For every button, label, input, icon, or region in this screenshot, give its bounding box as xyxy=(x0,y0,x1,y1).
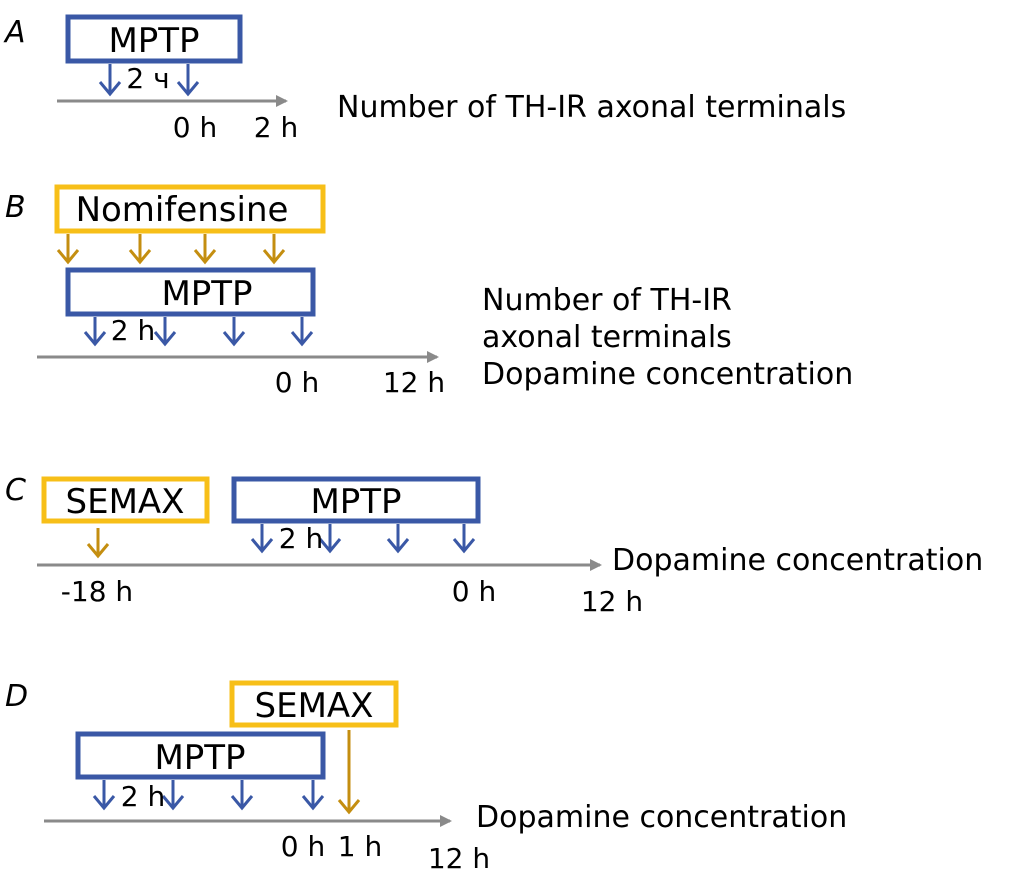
nomifensine-injection-arrow xyxy=(262,234,286,265)
panel-b-nomifensine-label: Nomifensine xyxy=(76,190,289,230)
panel-c-tick-0h: 0 h xyxy=(452,575,496,608)
mptp-injection-arrow xyxy=(92,780,116,811)
panel-b-readout-line-2: axonal terminals xyxy=(482,320,732,355)
panel-c-semax-label: SEMAX xyxy=(66,482,185,522)
mptp-injection-arrow xyxy=(386,524,410,554)
panel-d-readout: Dopamine concentration xyxy=(476,800,847,835)
panel-a-mptp-label: MPTP xyxy=(108,21,199,61)
semax-injection-arrow xyxy=(337,730,361,815)
panel-a-readout: Number of TH-IR axonal terminals xyxy=(337,90,846,125)
panel-d: D SEMAX MPTP 2 h 0 h 1 h 12 h Dopamine c… xyxy=(5,679,847,875)
nomifensine-injection-arrow xyxy=(193,234,217,265)
panel-d-tick-1h: 1 h xyxy=(338,830,382,863)
panel-c-readout: Dopamine concentration xyxy=(612,543,983,578)
panel-d-semax-arrows xyxy=(337,730,361,815)
panel-d-mptp-arrows xyxy=(92,780,325,811)
panel-b: B Nomifensine MPTP 2 h 0 h 12 h Number o… xyxy=(5,184,853,399)
panel-a-tick-0h: 0 h xyxy=(173,111,217,144)
panel-b-readout-line-1: Number of TH-IR xyxy=(482,283,732,318)
panel-b-mptp-box xyxy=(65,267,316,317)
panel-d-tick-0h: 0 h xyxy=(281,830,325,863)
nomifensine-injection-arrow xyxy=(128,234,152,265)
panel-c-mptp-arrows xyxy=(250,524,476,554)
mptp-injection-arrow xyxy=(222,317,246,347)
panel-c-letter: C xyxy=(5,473,26,508)
panel-a-tick-2h: 2 h xyxy=(254,111,298,144)
panel-a-mptp-arrows xyxy=(98,64,200,97)
panel-b-interval-label: 2 h xyxy=(111,314,155,347)
mptp-injection-arrow xyxy=(98,64,122,97)
panel-d-letter: D xyxy=(5,679,28,714)
panel-d-tick-12h: 12 h xyxy=(428,842,490,875)
panel-b-tick-0h: 0 h xyxy=(275,366,319,399)
panel-b-mptp-arrows xyxy=(83,317,314,347)
panel-c: C SEMAX MPTP 2 h -18 h 0 h 12 h Dopamine… xyxy=(5,473,983,618)
mptp-injection-arrow xyxy=(318,524,342,554)
mptp-injection-arrow xyxy=(290,317,314,347)
mptp-injection-arrow xyxy=(176,64,200,97)
nomifensine-injection-arrow xyxy=(56,234,80,265)
panel-d-semax-box xyxy=(229,680,399,728)
panel-d-mptp-label: MPTP xyxy=(154,738,245,778)
panel-a: A MPTP 2 ч 0 h 2 h Number of TH-IR axona… xyxy=(3,14,846,144)
semax-injection-arrow xyxy=(86,528,110,559)
panel-d-semax-label: SEMAX xyxy=(255,686,374,726)
panel-d-interval-label: 2 h xyxy=(121,780,165,813)
panel-c-mptp-label: MPTP xyxy=(310,482,401,522)
panel-b-mptp-label: MPTP xyxy=(161,274,252,314)
panel-a-mptp-box xyxy=(65,14,243,64)
panel-c-tick-12h: 12 h xyxy=(581,585,643,618)
panel-c-interval-label: 2 h xyxy=(279,522,323,555)
mptp-injection-arrow xyxy=(452,524,476,554)
mptp-injection-arrow xyxy=(161,780,185,811)
panel-b-tick-12h: 12 h xyxy=(383,366,445,399)
panel-c-semax-box xyxy=(41,476,210,524)
mptp-injection-arrow xyxy=(250,524,274,554)
panel-c-tick-minus18h: -18 h xyxy=(61,575,133,608)
panel-c-semax-arrows xyxy=(86,528,110,559)
panel-d-mptp-box xyxy=(75,731,326,780)
mptp-injection-arrow xyxy=(301,780,325,811)
mptp-injection-arrow xyxy=(230,780,254,811)
panel-b-nomifensine-box xyxy=(54,184,326,234)
panel-b-letter: B xyxy=(5,190,26,225)
mptp-injection-arrow xyxy=(83,317,107,347)
panel-b-nomifensine-arrows xyxy=(56,234,286,265)
panel-a-interval-label: 2 ч xyxy=(126,62,169,95)
mptp-injection-arrow xyxy=(153,317,177,347)
panel-a-letter: A xyxy=(3,15,26,50)
panel-c-mptp-box xyxy=(231,476,481,524)
panel-b-readout-line-3: Dopamine concentration xyxy=(482,357,853,392)
